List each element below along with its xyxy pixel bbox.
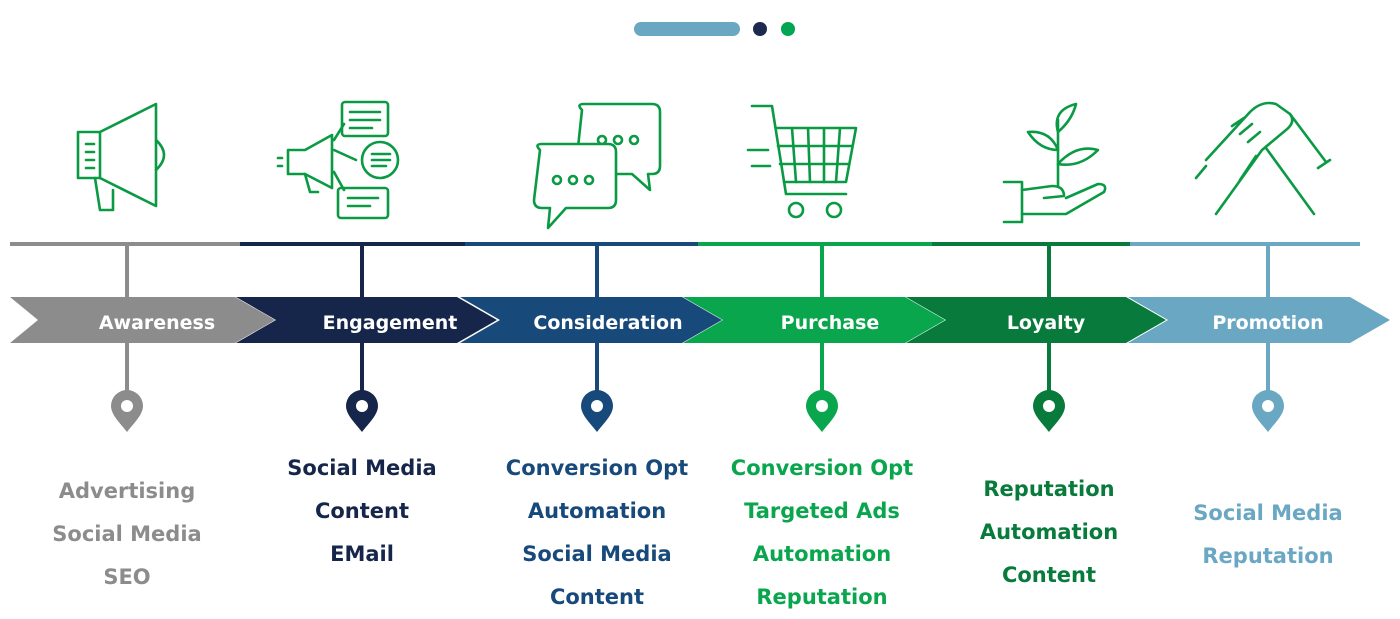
stage-label: Engagement	[322, 312, 458, 334]
stage-item: Social Media	[522, 542, 672, 566]
megaphone-chat-icon	[276, 100, 400, 220]
stage-item: Conversion Opt	[505, 456, 689, 480]
location-pin-icon	[806, 390, 838, 432]
stage-label: Loyalty	[1006, 312, 1086, 334]
location-pin-icon	[111, 390, 143, 432]
location-pin-icon	[1033, 390, 1065, 432]
location-pin-icon	[346, 390, 378, 432]
stage-item: Content	[314, 499, 410, 523]
journey-graphic	[10, 22, 1390, 432]
location-pin-icon	[581, 390, 613, 432]
stage-label: Awareness	[98, 312, 216, 334]
stage-item: Automation	[979, 520, 1119, 544]
stage-item: Automation	[527, 499, 667, 523]
customer-journey-diagram: Awareness Engagement Consideration Purchase…	[10, 22, 1390, 609]
stage-item: Automation	[752, 542, 892, 566]
stage-chevron	[683, 297, 945, 343]
stage-item: Reputation	[1202, 544, 1334, 568]
stage-item: Reputation	[756, 585, 888, 609]
stage-chevron	[460, 297, 722, 343]
pagination-indicator[interactable]	[634, 22, 795, 36]
stage-label: Promotion	[1212, 312, 1324, 334]
stage-item: Reputation	[983, 477, 1115, 501]
stage-item: SEO	[103, 565, 151, 589]
pagination-dot[interactable]	[781, 22, 795, 36]
chat-bubbles-icon	[532, 102, 662, 230]
shopping-cart-icon	[746, 104, 858, 219]
pagination-active-bar[interactable]	[634, 22, 740, 36]
stage-item: EMail	[330, 542, 394, 566]
stage-item: Conversion Opt	[730, 456, 914, 480]
stage-item: Social Media	[52, 522, 202, 546]
stage-item: Social Media	[287, 456, 437, 480]
stage-chevron	[906, 297, 1166, 343]
stage-label: Purchase	[780, 312, 880, 334]
pagination-dot[interactable]	[753, 22, 767, 36]
stage-item: Social Media	[1193, 501, 1343, 525]
stage-chevron	[10, 297, 275, 343]
stage-chevron	[1128, 297, 1390, 343]
location-pin-icon	[1252, 390, 1284, 432]
stage-item: Content	[549, 585, 645, 609]
stage-label: Consideration	[533, 312, 683, 334]
stage-item: Targeted Ads	[744, 499, 900, 523]
megaphone-icon	[76, 102, 166, 212]
handshake-icon	[1194, 101, 1332, 216]
stage-chevron	[236, 297, 497, 343]
stage-item: Advertising	[58, 479, 196, 503]
stage-item: Content	[1001, 563, 1097, 587]
plant-hand-icon	[1002, 102, 1107, 224]
